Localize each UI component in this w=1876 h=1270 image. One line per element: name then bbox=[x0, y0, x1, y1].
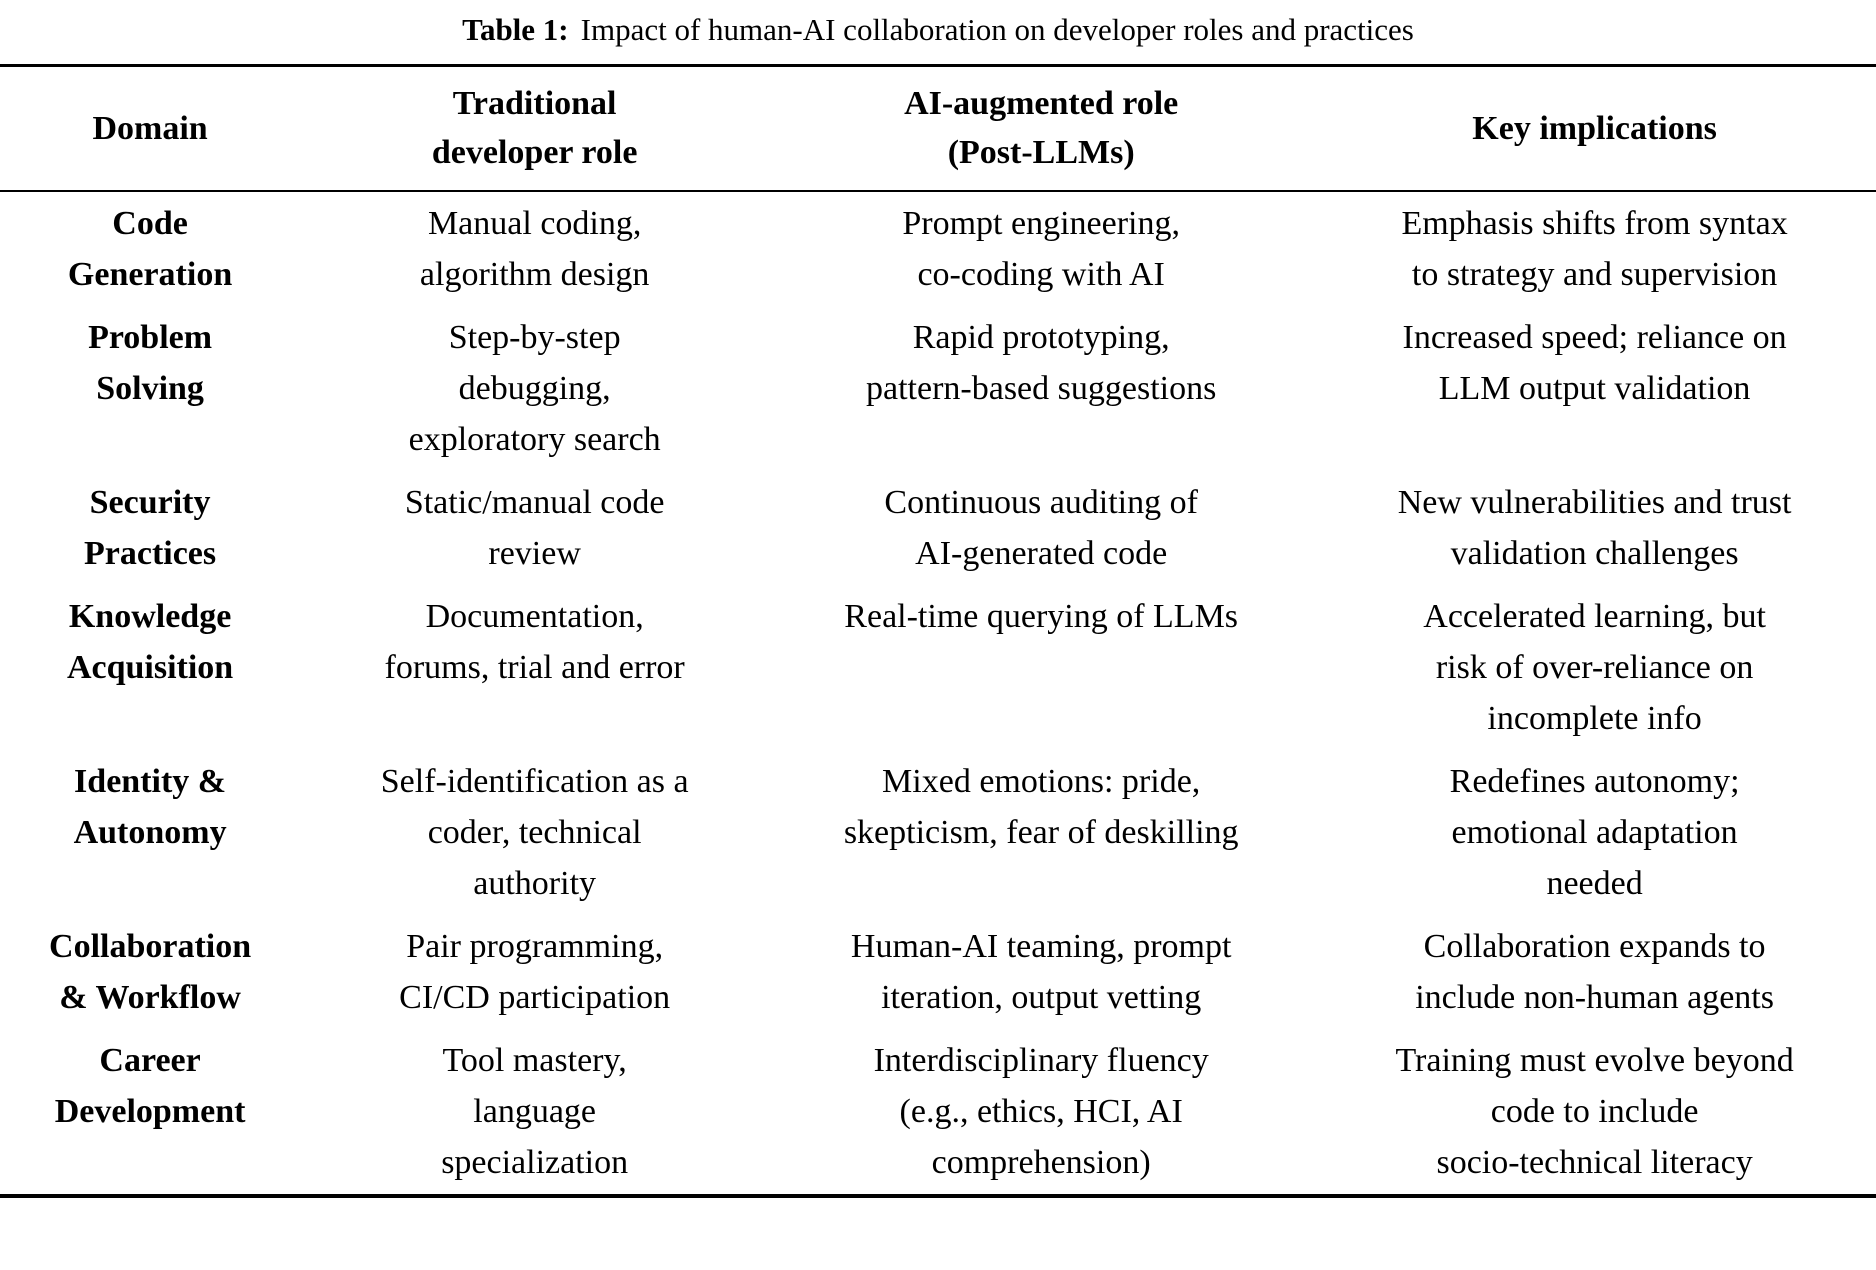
cell-domain: Collaboration & Workflow bbox=[49, 927, 252, 1016]
cell-traditional-role: Pair programming, CI/CD participation bbox=[399, 927, 671, 1016]
cell-ai-augmented-role: Prompt engineering, co-coding with AI bbox=[902, 204, 1180, 293]
cell-domain: Identity & Autonomy bbox=[73, 762, 227, 851]
cell-key-implications: Increased speed; reliance on LLM output … bbox=[1402, 318, 1787, 407]
cell-ai-augmented-role: Rapid prototyping, pattern-based suggest… bbox=[866, 318, 1217, 407]
cell-key-implications: Emphasis shifts from syntax to strategy … bbox=[1401, 204, 1788, 293]
table-row-identity-autonomy: Identity & Autonomy Self-identification … bbox=[0, 750, 1876, 915]
header-row: Domain Traditional developer role AI-aug… bbox=[0, 65, 1876, 192]
cell-ai-augmented-role: Human-AI teaming, prompt iteration, outp… bbox=[850, 927, 1232, 1016]
cell-ai-augmented-role: Interdisciplinary fluency (e.g., ethics,… bbox=[873, 1041, 1209, 1181]
col-header-domain: Domain bbox=[0, 65, 301, 192]
cell-key-implications: New vulnerabilities and trust validation… bbox=[1397, 483, 1792, 572]
cell-ai-augmented-role: Mixed emotions: pride, skepticism, fear … bbox=[843, 762, 1239, 851]
cell-domain: Knowledge Acquisition bbox=[66, 597, 234, 686]
cell-domain: Problem Solving bbox=[88, 318, 213, 407]
cell-domain: Security Practices bbox=[84, 483, 217, 572]
col-header-key-implications: Key implications bbox=[1313, 65, 1876, 192]
cell-traditional-role: Manual coding, algorithm design bbox=[419, 204, 650, 293]
cell-traditional-role: Tool mastery, language specialization bbox=[441, 1041, 629, 1181]
table-row-career-development: Career Development Tool mastery, languag… bbox=[0, 1029, 1876, 1196]
table-row-code-generation: Code Generation Manual coding, algorithm… bbox=[0, 191, 1876, 306]
cell-key-implications: Redefines autonomy; emotional adaptation… bbox=[1449, 762, 1740, 902]
table-row-collaboration-workflow: Collaboration & Workflow Pair programmin… bbox=[0, 915, 1876, 1029]
cell-traditional-role: Self-identification as a coder, technica… bbox=[380, 762, 689, 902]
table-row-knowledge-acquisition: Knowledge Acquisition Documentation, for… bbox=[0, 585, 1876, 750]
cell-ai-augmented-role: Continuous auditing of AI-generated code bbox=[884, 483, 1198, 572]
cell-key-implications: Training must evolve beyond code to incl… bbox=[1395, 1041, 1794, 1181]
roles-table: Domain Traditional developer role AI-aug… bbox=[0, 64, 1876, 1198]
cell-key-implications: Accelerated learning, but risk of over-r… bbox=[1423, 597, 1766, 737]
cell-traditional-role: Documentation, forums, trial and error bbox=[384, 597, 685, 686]
table-caption: Table 1: Impact of human-AI collaboration… bbox=[0, 0, 1876, 64]
cell-key-implications: Collaboration expands to include non-hum… bbox=[1415, 927, 1774, 1016]
cell-domain: Code Generation bbox=[67, 204, 233, 293]
table-row-problem-solving: Problem Solving Step-by-step debugging, … bbox=[0, 306, 1876, 471]
table-caption-label: Table 1: bbox=[462, 12, 569, 47]
cell-traditional-role: Step-by-step debugging, exploratory sear… bbox=[408, 318, 661, 458]
cell-domain: Career Development bbox=[54, 1041, 246, 1130]
table-caption-text: Impact of human-AI collaboration on deve… bbox=[580, 12, 1414, 47]
cell-ai-augmented-role: Real-time querying of LLMs bbox=[844, 597, 1239, 635]
cell-traditional-role: Static/manual code review bbox=[404, 483, 665, 572]
col-header-traditional-role: Traditional developer role bbox=[300, 65, 770, 192]
table-row-security-practices: Security Practices Static/manual code re… bbox=[0, 471, 1876, 585]
col-header-ai-augmented-role: AI-augmented role (Post-LLMs) bbox=[769, 65, 1314, 192]
